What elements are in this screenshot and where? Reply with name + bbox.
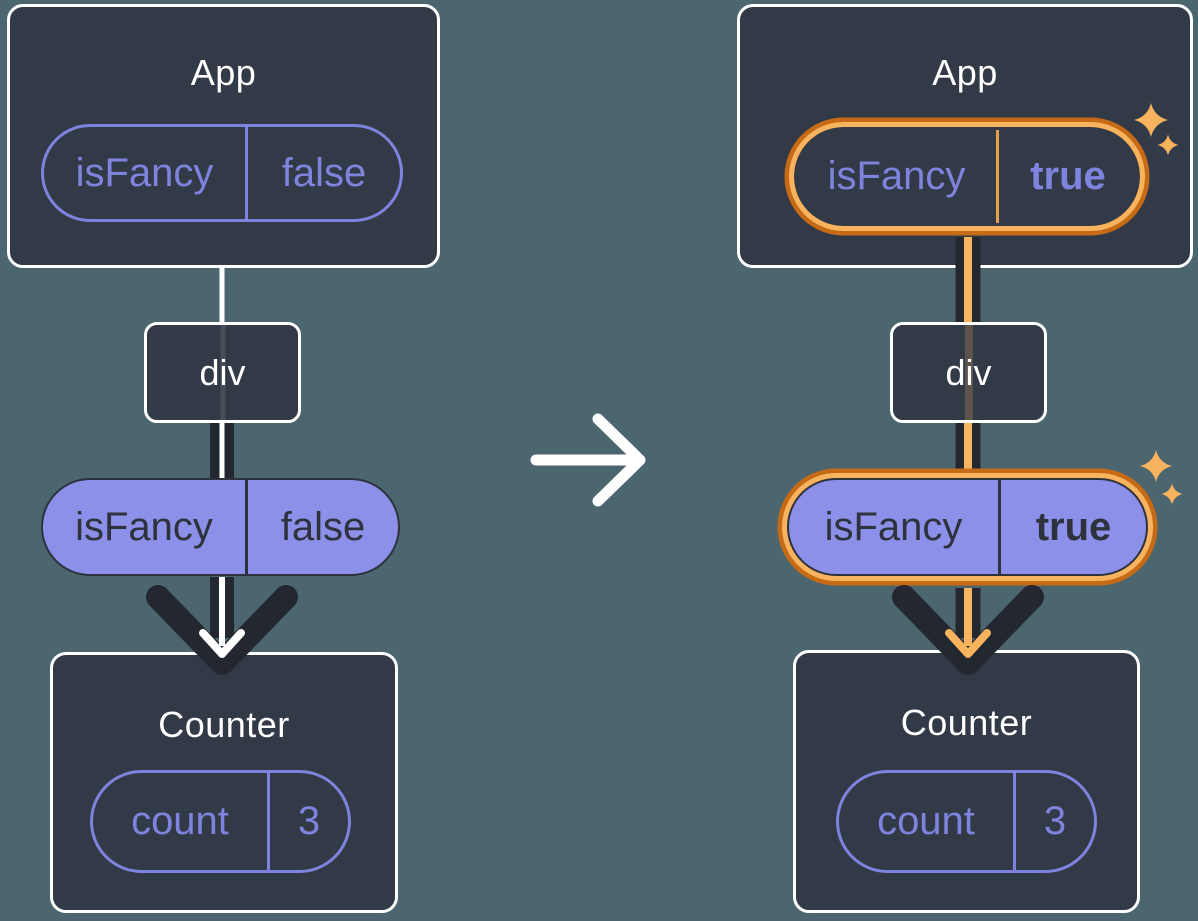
pill-divider — [245, 480, 248, 574]
prop-key: isFancy — [824, 504, 963, 549]
div-label: div — [199, 351, 246, 393]
state-value: true — [1030, 154, 1106, 198]
component-title: Counter — [900, 702, 1033, 743]
state-key: isFancy — [827, 154, 966, 198]
state-pill: isFancy false — [41, 124, 403, 222]
state-pill-highlighted: isFancy true — [794, 127, 1140, 226]
state-pill: count 3 — [836, 770, 1097, 873]
state-value: false — [281, 150, 367, 195]
div-node: div — [144, 322, 301, 423]
component-title: App — [190, 52, 257, 93]
prop-value: true — [1035, 504, 1112, 549]
prop-value: false — [280, 504, 366, 549]
prop-key: isFancy — [75, 504, 213, 549]
state-value: 3 — [297, 799, 321, 843]
app-card: App — [737, 4, 1193, 268]
pill-divider — [996, 130, 999, 223]
state-key: count — [131, 799, 229, 843]
pass-down-arrow-icon — [146, 577, 298, 675]
component-title: App — [932, 52, 998, 93]
prop-pill: isFancy false — [41, 478, 400, 576]
prop-pill-highlighted: isFancy true — [787, 478, 1148, 576]
pill-divider — [1013, 773, 1016, 870]
component-title: Counter — [158, 704, 290, 745]
pill-divider — [998, 480, 1001, 574]
connector-ghost-line — [220, 325, 225, 420]
connector-ghost-line — [964, 325, 973, 420]
state-key: count — [877, 799, 975, 843]
sparkle-icon — [1161, 483, 1183, 505]
state-pill: count 3 — [90, 770, 351, 873]
div-label: div — [945, 351, 992, 393]
state-value: 3 — [1043, 799, 1067, 843]
right-arrow-icon — [530, 413, 646, 507]
sparkle-icon — [1140, 450, 1172, 482]
pill-divider — [245, 127, 248, 219]
pill-divider — [267, 773, 270, 870]
div-node: div — [890, 322, 1047, 423]
state-key: isFancy — [75, 150, 214, 195]
